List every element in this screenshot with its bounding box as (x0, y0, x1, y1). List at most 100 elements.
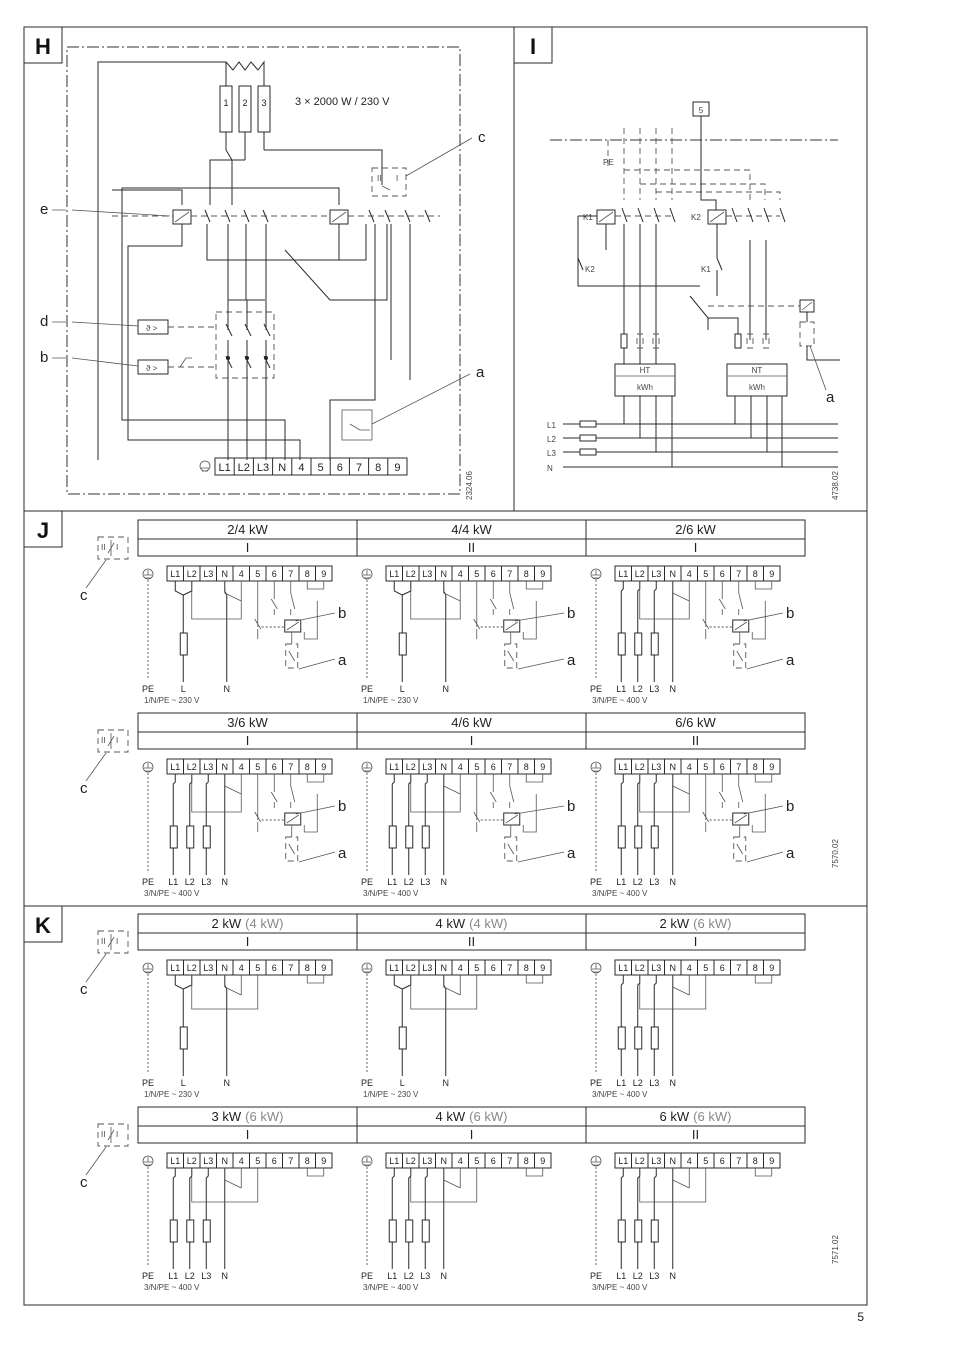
terminal-label: L1 (170, 963, 180, 973)
svg-text:L1: L1 (616, 1271, 626, 1281)
svg-text:L3: L3 (649, 684, 659, 694)
svg-text:PE: PE (361, 1271, 373, 1281)
ground-icon (142, 962, 154, 974)
svg-text:K: K (35, 913, 51, 938)
section-label-H: H (23, 26, 63, 64)
terminal-label: 4 (458, 762, 463, 772)
svg-text:I: I (116, 937, 118, 946)
terminal-label: 5 (255, 963, 260, 973)
terminal-label: 5 (474, 762, 479, 772)
svg-text:L3: L3 (201, 877, 211, 887)
panel-mode-label: I (246, 934, 250, 949)
terminal-label: 8 (524, 1156, 529, 1166)
svg-text:II: II (377, 174, 381, 183)
svg-text:I: I (530, 34, 536, 59)
callout-d: d (40, 313, 48, 330)
callout-b: b (567, 798, 575, 815)
terminal-label: L1 (170, 762, 180, 772)
svg-text:ϑ >: ϑ > (146, 364, 158, 373)
panel-power-label: 2 kW(4 kW) (212, 916, 284, 931)
panel-power-label: 6/6 kW (675, 715, 716, 730)
terminal-label: 4 (239, 963, 244, 973)
svg-text:L2: L2 (185, 877, 195, 887)
svg-text:L3: L3 (420, 877, 430, 887)
svg-text:N: N (224, 1078, 231, 1088)
svg-text:N: N (224, 684, 231, 694)
svg-text:L3: L3 (649, 877, 659, 887)
svg-text:N: N (443, 684, 450, 694)
terminal-label: 4 (687, 762, 692, 772)
svg-text:L2: L2 (633, 1271, 643, 1281)
panel-mode-label: I (246, 540, 250, 555)
terminal-label: L2 (406, 762, 416, 772)
terminal-label: 4 (458, 963, 463, 973)
panel-power-label: 4/4 kW (451, 522, 492, 537)
terminal-label: 6 (491, 963, 496, 973)
terminal-label: 5 (703, 963, 708, 973)
callout-a: a (338, 652, 347, 669)
terminal-label: 6 (272, 762, 277, 772)
terminal-label: N (441, 762, 448, 772)
callout-a: a (338, 845, 347, 862)
terminal-label: 9 (540, 1156, 545, 1166)
svg-text:L1: L1 (547, 421, 556, 430)
svg-text:L3: L3 (420, 1271, 430, 1281)
supply-spec: 3/N/PE ~ 400 V (592, 889, 648, 898)
svg-text:II: II (101, 736, 105, 745)
callout-c-leader (85, 953, 107, 983)
panel-power-label: 4 kW(6 kW) (436, 1109, 508, 1124)
terminal-label: 4 (687, 963, 692, 973)
svg-text:L: L (181, 1078, 186, 1088)
svg-text:kWh: kWh (637, 383, 653, 392)
panel-mode-label: I (694, 934, 698, 949)
panel-power-label: 4 kW(4 kW) (436, 916, 508, 931)
terminal-label: L1 (618, 963, 628, 973)
terminal-label: 6 (272, 1156, 277, 1166)
panel-mode-label: I (694, 540, 698, 555)
terminal-label: L1 (618, 762, 628, 772)
terminal-label: 4 (458, 1156, 463, 1166)
terminal-label: N (222, 762, 229, 772)
terminal-label: 7 (288, 569, 293, 579)
terminal-label: L2 (187, 569, 197, 579)
terminal-label: 6 (491, 569, 496, 579)
panel-mode-label: II (468, 540, 475, 555)
terminal-label: L3 (422, 1156, 432, 1166)
supply-spec: 3/N/PE ~ 400 V (592, 1090, 648, 1099)
ground-icon (361, 962, 373, 974)
doc-code-I: 4738.02 (831, 471, 840, 500)
svg-text:L1: L1 (387, 877, 397, 887)
svg-text:L2: L2 (633, 1078, 643, 1088)
svg-text:L1: L1 (616, 684, 626, 694)
ground-icon (590, 962, 602, 974)
terminal-label: N (222, 1156, 229, 1166)
svg-text:5: 5 (699, 106, 704, 115)
svg-text:PE: PE (590, 1078, 602, 1088)
svg-text:L2: L2 (185, 1271, 195, 1281)
svg-text:1: 1 (223, 98, 228, 108)
terminal-label: N (222, 569, 229, 579)
ground-icon (142, 1155, 154, 1167)
svg-text:L3: L3 (649, 1271, 659, 1281)
terminal-label: L2 (187, 1156, 197, 1166)
svg-text:H: H (35, 34, 51, 59)
heater-element-1: 1 (219, 85, 233, 133)
svg-text:PE: PE (590, 684, 602, 694)
